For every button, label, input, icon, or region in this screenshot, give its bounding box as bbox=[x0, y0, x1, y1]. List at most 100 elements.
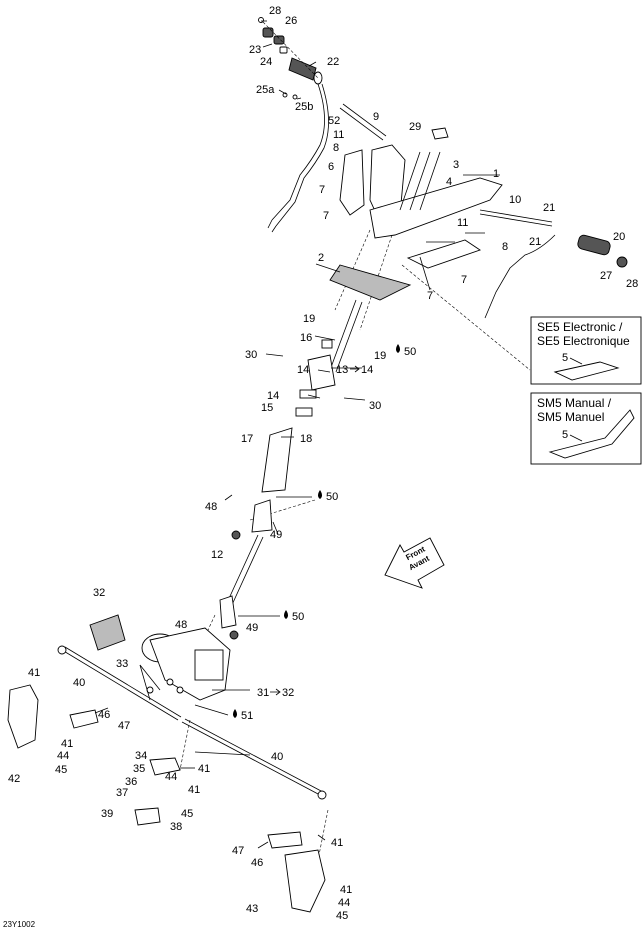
inset-se5-part-label: 5 bbox=[562, 352, 568, 364]
label-41f: 41 bbox=[340, 884, 352, 896]
label-44b: 44 bbox=[165, 771, 177, 783]
label-40a: 40 bbox=[73, 677, 85, 689]
label-11b: 11 bbox=[457, 217, 468, 229]
label-41b: 41 bbox=[61, 738, 73, 750]
label-16: 16 bbox=[300, 332, 312, 344]
label-28b: 28 bbox=[626, 278, 638, 290]
label-46b: 46 bbox=[251, 857, 263, 869]
label-27: 27 bbox=[600, 270, 612, 282]
label-7c: 7 bbox=[461, 274, 467, 286]
label-21b: 21 bbox=[529, 236, 541, 248]
label-42: 42 bbox=[8, 773, 20, 785]
label-19a: 19 bbox=[303, 313, 315, 325]
label-2: 2 bbox=[318, 252, 324, 264]
label-45c: 45 bbox=[336, 910, 348, 922]
tie-rods bbox=[7, 645, 327, 913]
label-25a: 25a bbox=[256, 84, 275, 96]
label-8b: 8 bbox=[502, 241, 508, 253]
label-32: 32 bbox=[93, 587, 105, 599]
label-33: 33 bbox=[116, 658, 128, 670]
label-12: 12 bbox=[211, 549, 223, 561]
steering-column bbox=[219, 264, 412, 640]
direction-arrow: Front Avant bbox=[384, 537, 445, 589]
inset-se5-line1: SE5 Electronic / bbox=[537, 320, 623, 334]
label-35: 35 bbox=[133, 763, 145, 775]
inset-se5: SE5 Electronic / SE5 Electronique 5 bbox=[530, 316, 642, 385]
label-48a: 48 bbox=[205, 501, 217, 513]
label-14arrow: 14 bbox=[361, 364, 373, 376]
label-45a: 45 bbox=[55, 764, 67, 776]
label-52: 52 bbox=[328, 115, 340, 127]
label-10: 10 bbox=[509, 194, 521, 206]
label-25b: 25b bbox=[295, 101, 313, 113]
label-44c: 44 bbox=[338, 897, 350, 909]
label-8a: 8 bbox=[333, 142, 339, 154]
label-21a: 21 bbox=[543, 202, 555, 214]
label-50c: 50 bbox=[292, 611, 304, 623]
label-47b: 47 bbox=[232, 845, 244, 857]
reference-arrows bbox=[270, 365, 360, 696]
label-28a: 28 bbox=[269, 5, 281, 17]
label-50a: 50 bbox=[404, 346, 416, 358]
label-19b: 19 bbox=[374, 350, 386, 362]
label-41c: 41 bbox=[198, 763, 210, 775]
inset-sm5-part-label: 5 bbox=[562, 429, 568, 441]
label-49a: 49 bbox=[270, 529, 282, 541]
label-40b: 40 bbox=[271, 751, 283, 763]
label-20: 20 bbox=[613, 231, 625, 243]
label-31: 31 bbox=[257, 687, 269, 699]
label-1: 1 bbox=[493, 168, 499, 180]
oil-drop-icon bbox=[284, 610, 288, 619]
label-9: 9 bbox=[373, 111, 379, 123]
label-23: 23 bbox=[249, 44, 261, 56]
label-30a: 30 bbox=[245, 349, 257, 361]
label-47a: 47 bbox=[118, 720, 130, 732]
label-43: 43 bbox=[246, 903, 258, 915]
label-17: 17 bbox=[241, 433, 253, 445]
inset-sm5: SM5 Manual / SM5 Manuel 5 bbox=[530, 392, 642, 465]
inset-sm5-line2: SM5 Manuel bbox=[537, 410, 604, 424]
label-48b: 48 bbox=[175, 619, 187, 631]
label-41a: 41 bbox=[28, 667, 40, 679]
handlebar-assembly bbox=[339, 103, 628, 319]
label-14a: 14 bbox=[297, 364, 309, 376]
label-39: 39 bbox=[101, 808, 113, 820]
label-49b: 49 bbox=[246, 622, 258, 634]
part-labels: 28 26 23 24 22 25a 25b 52 9 29 11 8 6 3 … bbox=[8, 5, 638, 922]
label-29: 29 bbox=[409, 121, 421, 133]
label-15: 15 bbox=[261, 402, 273, 414]
inset-se5-line2: SE5 Electronique bbox=[537, 334, 630, 348]
label-51: 51 bbox=[241, 710, 253, 722]
label-30b: 30 bbox=[369, 400, 381, 412]
assembly-guides bbox=[179, 229, 531, 861]
leader-lines bbox=[94, 20, 500, 849]
left-grip-assembly bbox=[258, 17, 329, 233]
label-41e: 41 bbox=[331, 837, 343, 849]
label-4: 4 bbox=[446, 176, 452, 188]
grease-icons bbox=[233, 344, 400, 718]
label-34: 34 bbox=[135, 750, 147, 762]
label-41d: 41 bbox=[188, 784, 200, 796]
label-13: 13 bbox=[336, 364, 348, 376]
label-24: 24 bbox=[260, 56, 272, 68]
label-7b: 7 bbox=[323, 210, 329, 222]
label-7d: 7 bbox=[427, 290, 433, 302]
label-7a: 7 bbox=[319, 184, 325, 196]
diagram-code: 23Y1002 bbox=[3, 920, 36, 929]
label-50b: 50 bbox=[326, 491, 338, 503]
label-36: 36 bbox=[125, 776, 137, 788]
oil-drop-icon bbox=[396, 344, 400, 353]
inset-sm5-line1: SM5 Manual / bbox=[537, 396, 612, 410]
label-18: 18 bbox=[300, 433, 312, 445]
label-46a: 46 bbox=[98, 709, 110, 721]
label-3: 3 bbox=[453, 159, 459, 171]
label-45b: 45 bbox=[181, 808, 193, 820]
label-44a: 44 bbox=[57, 750, 69, 762]
label-37: 37 bbox=[116, 787, 128, 799]
label-14b: 14 bbox=[267, 390, 279, 402]
oil-drop-icon bbox=[318, 490, 322, 499]
label-11a: 11 bbox=[333, 129, 344, 141]
oil-drop-icon bbox=[233, 709, 237, 718]
label-38: 38 bbox=[170, 821, 182, 833]
